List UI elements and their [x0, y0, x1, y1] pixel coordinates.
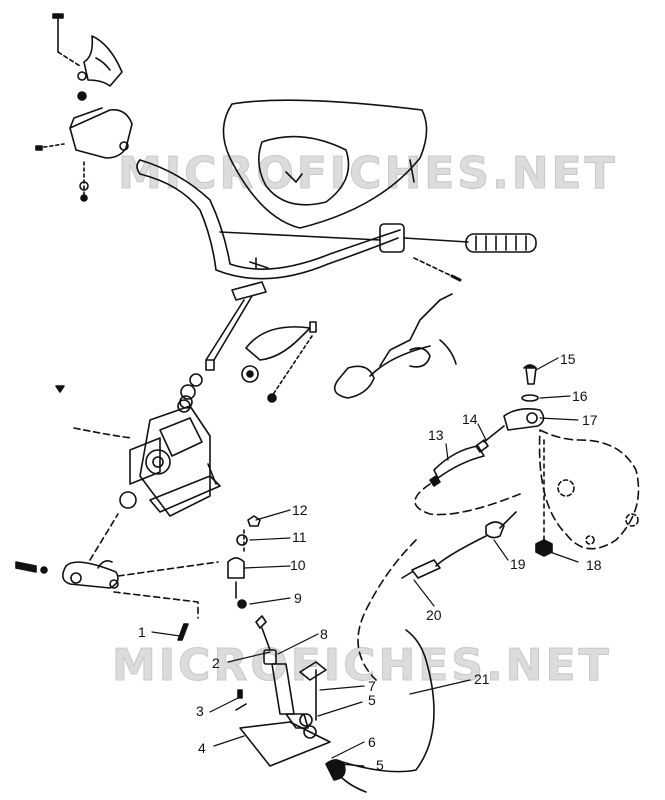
callout-16: 16 [572, 388, 588, 404]
callout-18: 18 [586, 557, 602, 573]
throttle-housing [35, 13, 133, 202]
throttle-cable [235, 615, 435, 793]
hood-panel [222, 99, 428, 229]
steering-bracket [55, 385, 221, 517]
callout-20: 20 [426, 607, 442, 623]
callout-10: 10 [290, 557, 306, 573]
callout-5b: 5 [376, 757, 384, 773]
callout-17: 17 [582, 412, 598, 428]
watermark-bottom: MICROFICHES.NET [112, 640, 612, 692]
handlebar [136, 159, 537, 282]
callout-21: 21 [474, 671, 490, 687]
callout-3: 3 [196, 703, 204, 719]
ball-joint-stack [227, 515, 261, 609]
callout-6: 6 [368, 734, 376, 750]
tie-rod-end [15, 513, 219, 641]
cover-plate [241, 321, 317, 403]
callout-15: 15 [560, 351, 576, 367]
brake-lever-assembly [357, 364, 640, 681]
leader-lines [151, 357, 579, 767]
callout-11: 11 [292, 529, 307, 545]
callout-14: 14 [462, 411, 478, 427]
callout-1: 1 [138, 624, 146, 640]
callout-13: 13 [428, 427, 444, 443]
callout-9: 9 [294, 590, 302, 606]
callout-5a: 5 [368, 692, 376, 708]
callout-12: 12 [292, 502, 308, 518]
callout-7: 7 [368, 678, 376, 694]
kill-switch-tether [333, 293, 457, 399]
callout-8: 8 [320, 626, 328, 642]
callout-2: 2 [212, 655, 220, 671]
callout-19: 19 [510, 556, 526, 572]
callout-4: 4 [198, 740, 206, 756]
steering-column [177, 281, 267, 413]
